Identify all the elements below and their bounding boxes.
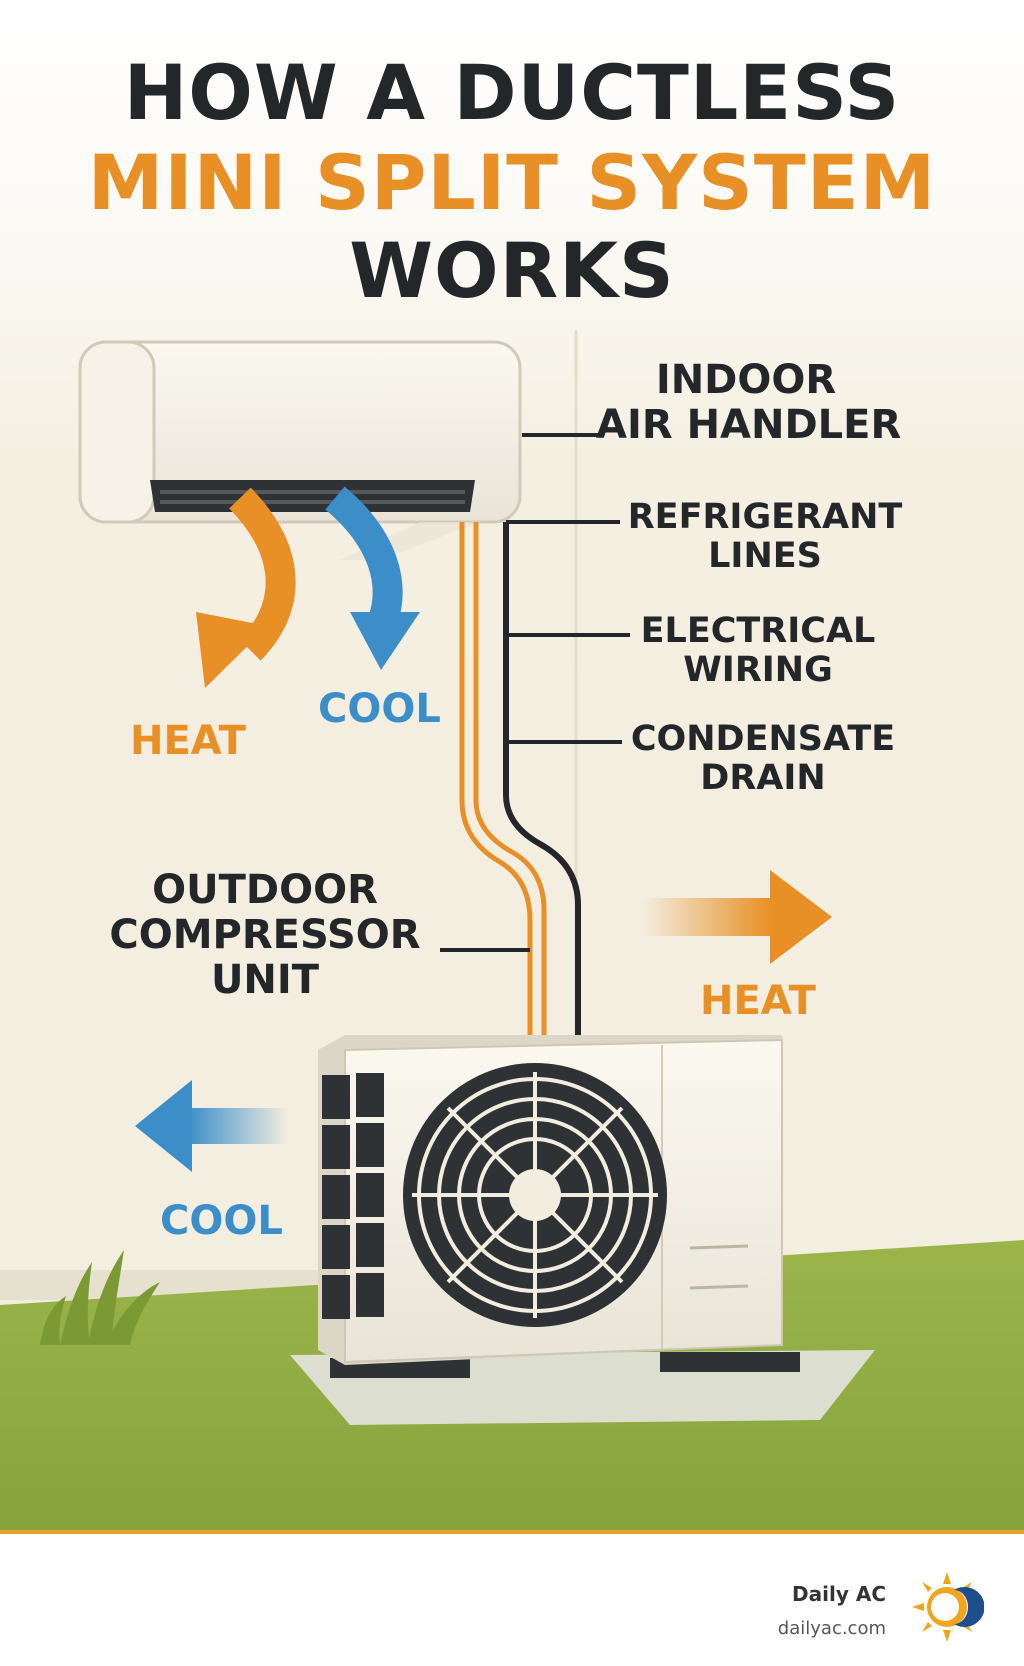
- label-outdoor-compressor-unit-line-2: COMPRESSOR: [109, 911, 421, 958]
- title-line-2: MINI SPLIT SYSTEM: [87, 138, 937, 227]
- outdoor-heat-arrow-icon: [642, 870, 832, 964]
- leader-lines: [440, 433, 630, 952]
- title-line-1: HOW A DUCTLESS: [123, 48, 901, 137]
- label-condensate-drain: CONDENSATE DRAIN: [622, 719, 904, 799]
- label-indoor-air-handler-line-1: INDOOR: [655, 357, 837, 403]
- indoor-cool-arrow-icon: [325, 486, 420, 670]
- indoor-heat-arrow-icon: [196, 487, 296, 688]
- outdoor-cool-arrow-icon: [135, 1080, 288, 1172]
- line-set: [459, 522, 581, 1040]
- label-outdoor-compressor-unit-line-1: OUTDOOR: [152, 867, 378, 913]
- label-outdoor-compressor-unit: OUTDOOR COMPRESSOR UNIT: [100, 868, 430, 1002]
- outdoor-compressor-unit: [318, 1035, 800, 1378]
- label-indoor-air-handler-line-2: AIR HANDLER: [596, 401, 902, 448]
- fan-grille-icon: [403, 1063, 667, 1327]
- outdoor-cool-label: COOL: [160, 1198, 283, 1244]
- title-line-3: WORKS: [349, 226, 675, 315]
- brand-url: dailyac.com: [777, 1618, 886, 1639]
- indoor-heat-label: HEAT: [130, 718, 246, 764]
- label-outdoor-compressor-unit-line-3: UNIT: [210, 956, 320, 1003]
- footer-divider: [0, 1530, 1024, 1534]
- label-condensate-drain-line-1: CONDENSATE: [630, 719, 896, 759]
- label-condensate-drain-line-2: DRAIN: [700, 758, 826, 799]
- label-electrical-wiring: ELECTRICAL WIRING: [628, 611, 888, 691]
- side-grille: [322, 1073, 384, 1319]
- indoor-air-handler-unit: [78, 340, 522, 560]
- diagram-scene: [0, 0, 1024, 1530]
- label-electrical-wiring-line-2: WIRING: [683, 650, 833, 691]
- footer: Daily AC dailyac.com: [0, 1530, 1024, 1666]
- label-refrigerant-lines-line-1: REFRIGERANT: [627, 497, 903, 537]
- label-electrical-wiring-line-1: ELECTRICAL: [640, 611, 876, 651]
- label-refrigerant-lines: REFRIGERANT LINES: [620, 497, 910, 577]
- label-refrigerant-lines-line-2: LINES: [708, 536, 822, 577]
- label-indoor-air-handler: INDOOR AIR HANDLER: [596, 357, 902, 448]
- outdoor-heat-label: HEAT: [700, 978, 816, 1024]
- grass-tuft-icon: [40, 1250, 160, 1345]
- indoor-cool-label: COOL: [318, 686, 441, 732]
- sun-moon-logo-icon: [912, 1572, 984, 1642]
- brand-name: Daily AC: [792, 1582, 886, 1606]
